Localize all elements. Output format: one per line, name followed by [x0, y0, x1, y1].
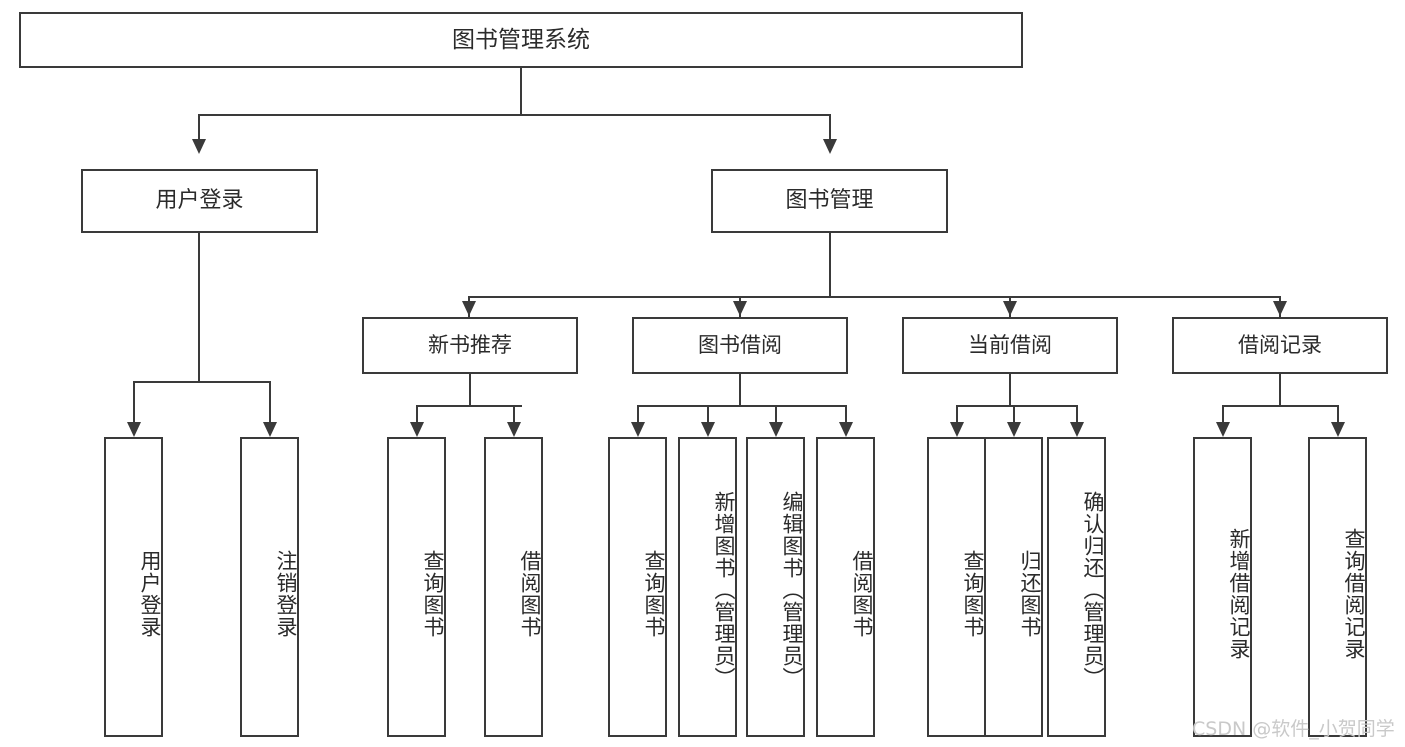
connector-user-login-bar [133, 381, 271, 383]
connector-bb-to-leaf-3 [775, 405, 777, 422]
leaf-user-login[interactable]: 用户登录 [104, 437, 163, 737]
connector-cb-to-leaf-2 [1013, 405, 1015, 422]
connector-bb-to-leaf-1 [637, 405, 639, 422]
node-label: 查询图书 [642, 550, 666, 638]
connector-nbr-to-leaf-1 [416, 405, 418, 422]
node-label: 图书管理系统 [452, 26, 590, 53]
arrow-nbr-to-leaf-2 [507, 422, 521, 437]
csdn-watermark: CSDN @软件_小贺同学 [1192, 718, 1395, 740]
node-label: 注销登录 [274, 550, 298, 638]
arrow-bm-to-borrow-record [1273, 301, 1287, 316]
connector-root-to-user-login [198, 114, 200, 139]
connector-cb-bar [956, 405, 1076, 407]
connector-nbr-stem [469, 374, 471, 407]
connector-cb-stem [1009, 374, 1011, 407]
node-label: 用户登录 [155, 188, 244, 214]
arrow-cb-to-leaf-1 [950, 422, 964, 437]
connector-book-management-bar [468, 296, 1280, 298]
node-label: 图书管理 [785, 188, 874, 214]
node-user-login[interactable]: 用户登录 [81, 169, 318, 233]
arrow-bm-to-current-borrow [1003, 301, 1017, 316]
connector-br-to-leaf-2 [1337, 405, 1339, 422]
arrow-cb-to-leaf-2 [1007, 422, 1021, 437]
node-label: 新书推荐 [428, 333, 512, 358]
leaf-logout-login[interactable]: 注销登录 [240, 437, 299, 737]
connector-root-to-book-management [829, 114, 831, 139]
connector-user-login-to-leaf-1 [133, 381, 135, 422]
node-label: 借阅记录 [1238, 333, 1322, 358]
connector-user-login-stem [198, 233, 200, 383]
arrow-bm-to-new-book-recommend [462, 301, 476, 316]
arrow-bb-to-leaf-4 [839, 422, 853, 437]
arrow-user-login-to-leaf-2 [263, 422, 277, 437]
arrow-bm-to-book-borrow [733, 301, 747, 316]
node-label: 归还图书 [1018, 550, 1042, 638]
node-label: 编辑图书（管理员） [780, 491, 804, 689]
arrow-nbr-to-leaf-1 [410, 422, 424, 437]
node-label: 新增借阅记录 [1227, 528, 1251, 660]
connector-root-stem [520, 68, 522, 115]
arrow-root-to-user-login [192, 139, 206, 154]
connector-br-stem [1279, 374, 1281, 407]
node-label: 用户登录 [138, 550, 162, 638]
node-label: 确认归还（管理员） [1081, 491, 1105, 689]
node-label: 借阅图书 [850, 550, 874, 638]
node-borrow-record[interactable]: 借阅记录 [1172, 317, 1388, 374]
connector-bb-bar [637, 405, 847, 407]
arrow-bb-to-leaf-2 [701, 422, 715, 437]
node-label: 查询图书 [421, 550, 445, 638]
node-current-borrow[interactable]: 当前借阅 [902, 317, 1118, 374]
leaf-query-book-borrow[interactable]: 查询图书 [608, 437, 667, 737]
leaf-query-borrow-record[interactable]: 查询借阅记录 [1308, 437, 1367, 737]
node-root-book-management-system[interactable]: 图书管理系统 [19, 12, 1023, 68]
connector-br-bar [1222, 405, 1339, 407]
arrow-bb-to-leaf-1 [631, 422, 645, 437]
leaf-add-borrow-record[interactable]: 新增借阅记录 [1193, 437, 1252, 737]
leaf-borrow-book-new-recommend[interactable]: 借阅图书 [484, 437, 543, 737]
connector-book-management-stem [829, 233, 831, 298]
arrow-root-to-book-management [823, 139, 837, 154]
leaf-borrow-book-borrow[interactable]: 借阅图书 [816, 437, 875, 737]
leaf-confirm-return-admin[interactable]: 确认归还（管理员） [1047, 437, 1106, 737]
connector-bb-to-leaf-2 [707, 405, 709, 422]
leaf-query-book-current[interactable]: 查询图书 [927, 437, 986, 737]
leaf-return-book[interactable]: 归还图书 [984, 437, 1043, 737]
node-label: 图书借阅 [698, 333, 782, 358]
arrow-br-to-leaf-2 [1331, 422, 1345, 437]
connector-root-bar [198, 114, 831, 116]
connector-nbr-to-leaf-2 [513, 405, 515, 422]
arrow-user-login-to-leaf-1 [127, 422, 141, 437]
arrow-cb-to-leaf-3 [1070, 422, 1084, 437]
node-label: 当前借阅 [968, 333, 1052, 358]
node-book-borrow[interactable]: 图书借阅 [632, 317, 848, 374]
node-label: 新增图书（管理员） [712, 491, 736, 689]
leaf-edit-book-admin[interactable]: 编辑图书（管理员） [746, 437, 805, 737]
connector-nbr-bar [416, 405, 522, 407]
node-label: 查询借阅记录 [1342, 528, 1366, 660]
connector-cb-to-leaf-1 [956, 405, 958, 422]
arrow-bb-to-leaf-3 [769, 422, 783, 437]
connector-br-to-leaf-1 [1222, 405, 1224, 422]
leaf-add-book-admin[interactable]: 新增图书（管理员） [678, 437, 737, 737]
node-label: 查询图书 [961, 550, 985, 638]
node-book-management[interactable]: 图书管理 [711, 169, 948, 233]
connector-user-login-to-leaf-2 [269, 381, 271, 422]
node-new-book-recommend[interactable]: 新书推荐 [362, 317, 578, 374]
node-label: 借阅图书 [518, 550, 542, 638]
arrow-br-to-leaf-1 [1216, 422, 1230, 437]
connector-bb-stem [739, 374, 741, 407]
leaf-query-book-new-recommend[interactable]: 查询图书 [387, 437, 446, 737]
connector-cb-to-leaf-3 [1076, 405, 1078, 422]
connector-bb-to-leaf-4 [845, 405, 847, 422]
